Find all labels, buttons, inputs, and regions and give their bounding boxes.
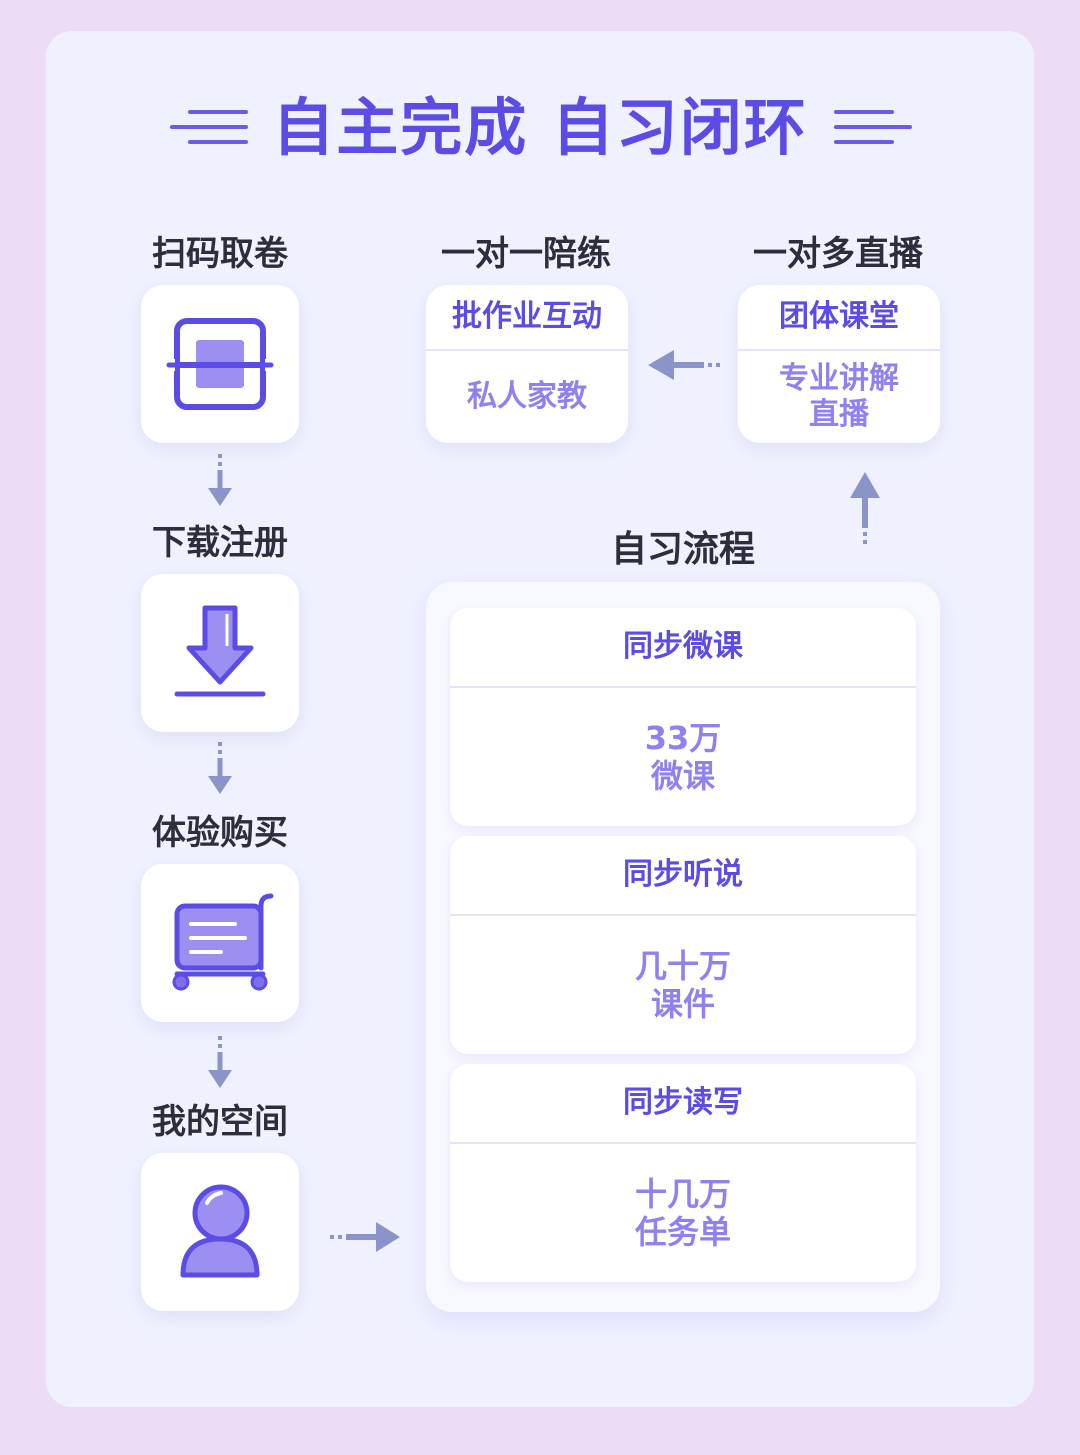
left-arrow-icon	[648, 350, 720, 380]
flow-item-reading-writing[interactable]: 同步读写 十几万 任务单	[450, 1064, 916, 1282]
step-label-my-space: 我的空间	[152, 1102, 288, 1142]
page-title: 自主完成 自习闭环	[272, 91, 808, 164]
scan-icon	[166, 318, 274, 410]
flow-item-body: 十几万 任务单	[634, 1175, 731, 1251]
step-label-download: 下载注册	[152, 523, 288, 563]
flow-title: 自习流程	[610, 529, 755, 570]
flow-item-head: 同步读写	[450, 1064, 916, 1144]
step-label-purchase: 体验购买	[152, 813, 288, 853]
cart-icon	[172, 893, 274, 991]
flow-item-listening[interactable]: 同步听说 几十万 课件	[450, 836, 916, 1054]
flow-item-head: 同步听说	[450, 836, 916, 916]
one-to-many-card[interactable]: 团体课堂 专业讲解 直播	[738, 285, 940, 443]
flow-item-body: 几十万 课件	[634, 947, 731, 1023]
down-arrow-icon	[208, 454, 232, 506]
step-label-scan: 扫码取卷	[152, 234, 288, 274]
user-icon	[180, 1184, 260, 1278]
one-to-many-head: 团体课堂	[738, 285, 940, 351]
title-area: 自主完成 自习闭环	[0, 88, 1080, 168]
step-box-download[interactable]	[141, 574, 299, 732]
one-to-one-body: 私人家教	[467, 379, 587, 414]
right-lines-decoration	[834, 110, 912, 144]
one-to-one-head: 批作业互动	[426, 285, 628, 351]
flow-panel: 同步微课 33万 微课 同步听说 几十万 课件 同步读写 十几万 任务单	[426, 582, 940, 1312]
one-to-one-label: 一对一陪练	[441, 234, 611, 274]
down-arrow-icon	[208, 1036, 232, 1088]
download-icon	[174, 605, 266, 697]
flow-item-micro-course[interactable]: 同步微课 33万 微课	[450, 608, 916, 826]
left-lines-decoration	[170, 110, 248, 144]
right-arrow-icon	[330, 1222, 400, 1252]
one-to-many-label: 一对多直播	[753, 234, 923, 274]
down-arrow-icon	[208, 742, 232, 794]
step-box-purchase[interactable]	[141, 864, 299, 1022]
one-to-one-card[interactable]: 批作业互动 私人家教	[426, 285, 628, 443]
up-arrow-icon	[850, 472, 880, 544]
flow-item-head: 同步微课	[450, 608, 916, 688]
one-to-many-body: 专业讲解 直播	[779, 361, 899, 432]
step-box-my-space[interactable]	[141, 1153, 299, 1311]
flow-item-body: 33万 微课	[644, 719, 722, 795]
step-box-scan[interactable]	[141, 285, 299, 443]
